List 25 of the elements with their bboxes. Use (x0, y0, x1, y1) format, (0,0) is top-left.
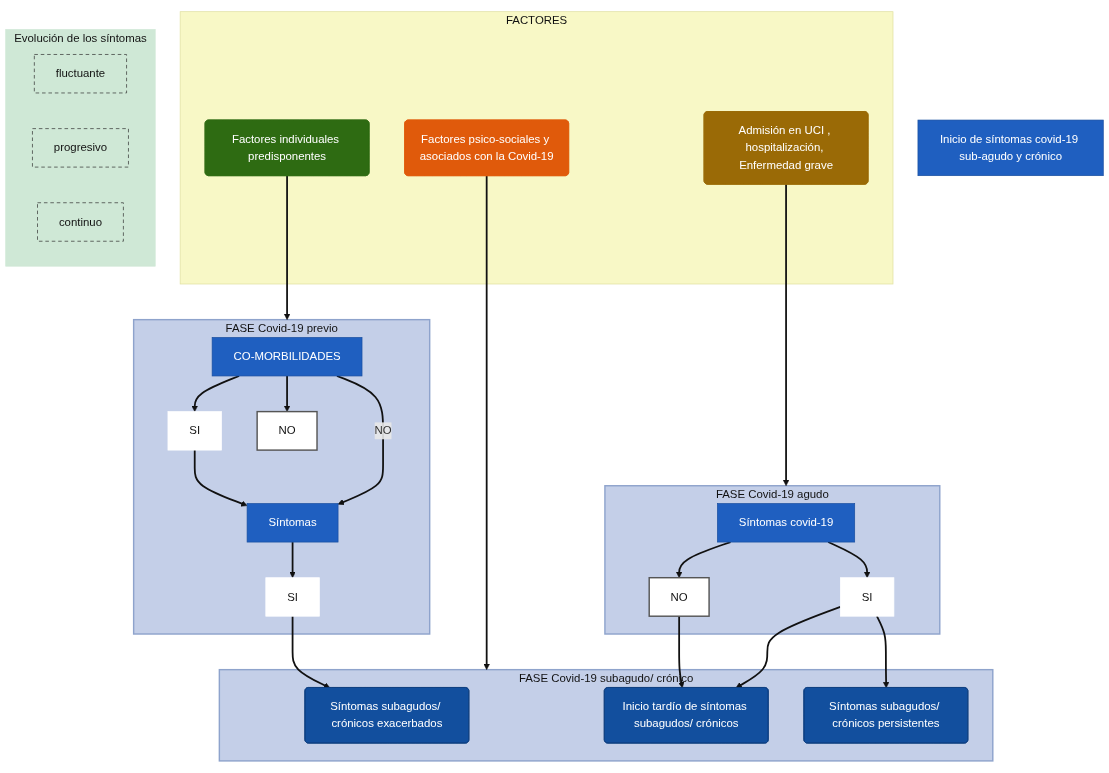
arrow (782, 183, 790, 487)
node-box: continuo (37, 202, 124, 242)
arrow (291, 615, 331, 689)
node-box: Inicio de síntomas covid-19 sub-agudo y crónico (917, 119, 1104, 177)
node-box: fluctuante (34, 54, 127, 94)
node-box: NO (256, 411, 318, 451)
arrow (875, 615, 890, 689)
node-box: NO (648, 577, 710, 618)
node-box: SI (167, 411, 222, 451)
arrow (827, 541, 871, 579)
node-box: SI (840, 577, 895, 617)
edge-label: NO (374, 424, 392, 437)
arrow (283, 174, 291, 321)
arrow (193, 449, 248, 507)
node-box: progresivo (32, 128, 129, 168)
node-box: SI (265, 577, 320, 617)
node-box: CO-MORBILIDADES (211, 337, 363, 377)
node-box: Síntomas (246, 503, 339, 543)
arrow (735, 606, 842, 689)
arrow (336, 375, 384, 506)
arrow (483, 174, 490, 671)
arrow (283, 375, 291, 413)
arrow (289, 541, 296, 579)
arrow (678, 615, 685, 689)
node-box: Síntomas covid-19 (717, 503, 856, 543)
